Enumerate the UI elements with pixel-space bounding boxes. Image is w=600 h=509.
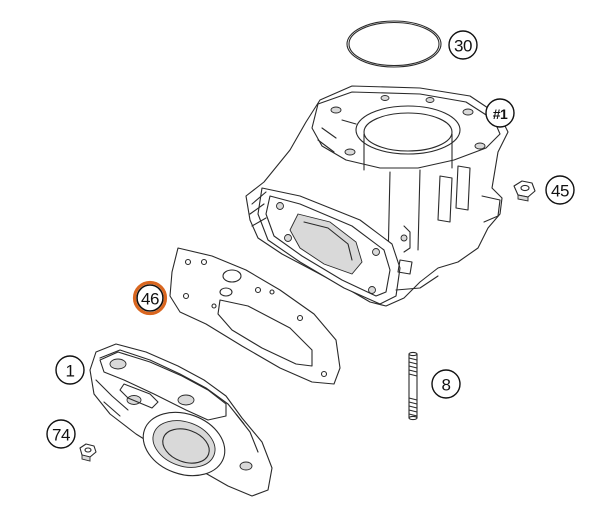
- nut-part[interactable]: [513, 180, 536, 202]
- callout-1-label: 1: [66, 362, 75, 381]
- o-ring-part[interactable]: [346, 20, 442, 68]
- small-nut-part[interactable]: [79, 443, 97, 462]
- exhaust-flange-part[interactable]: [89, 343, 273, 497]
- cylinder-part[interactable]: [245, 85, 509, 307]
- callout-30[interactable]: 30: [448, 30, 478, 60]
- callout-1-flange[interactable]: 1: [55, 355, 85, 385]
- callout-8[interactable]: 8: [431, 369, 461, 399]
- callout-74-label: 74: [52, 426, 70, 445]
- callout-74[interactable]: 74: [46, 419, 76, 449]
- gasket-part[interactable]: [169, 247, 341, 385]
- callout-cylinder-label: #1: [493, 106, 508, 122]
- callout-8-label: 8: [442, 376, 451, 395]
- callout-30-label: 30: [454, 37, 472, 56]
- callout-45[interactable]: 45: [545, 175, 575, 205]
- stud-part[interactable]: [408, 351, 418, 421]
- callout-45-label: 45: [551, 182, 569, 201]
- callout-46-highlighted[interactable]: 46: [132, 280, 168, 316]
- highlight-ring: [132, 280, 168, 316]
- callout-1-cylinder[interactable]: #1: [485, 98, 515, 128]
- callout-46-label: 46: [141, 290, 159, 309]
